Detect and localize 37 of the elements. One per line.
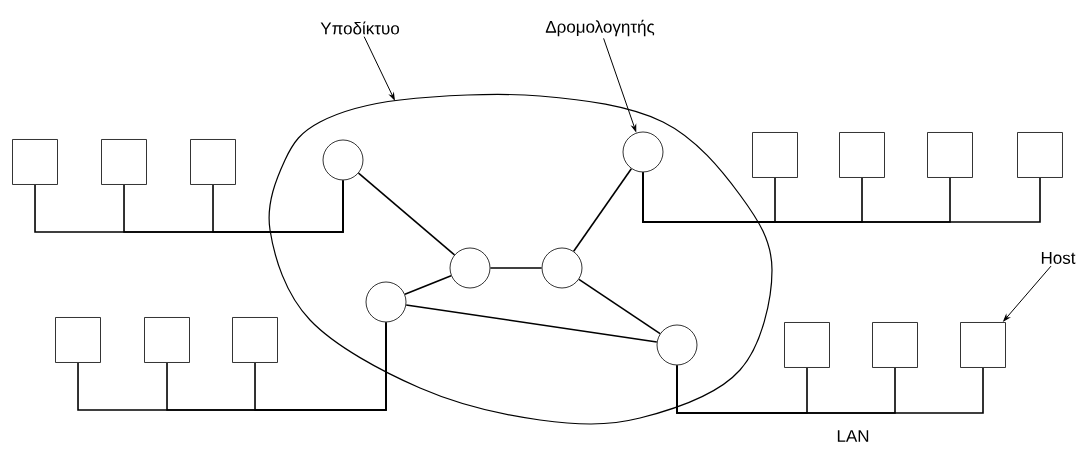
leader-label: Δρομολογητής <box>545 19 655 37</box>
host-box <box>190 139 236 185</box>
router-circle <box>622 131 664 173</box>
router-circle <box>449 247 491 289</box>
lan-line <box>212 179 344 233</box>
link-line <box>572 167 633 253</box>
router-circle <box>365 281 407 323</box>
host-box <box>872 322 918 368</box>
host-box <box>1017 132 1063 178</box>
leader-label: Host <box>1041 252 1076 264</box>
lan-line <box>676 364 984 414</box>
link-line <box>578 278 661 335</box>
leader-line <box>1003 265 1052 322</box>
router-circle <box>322 139 364 181</box>
link-line <box>405 304 658 343</box>
lan-line <box>642 171 1041 223</box>
link-line <box>489 267 543 269</box>
router-circle <box>656 324 698 366</box>
link-line <box>357 172 456 256</box>
lan-line <box>254 321 387 411</box>
host-box <box>55 317 101 363</box>
host-box <box>839 132 885 178</box>
host-box <box>960 322 1006 368</box>
link-line <box>404 274 452 296</box>
leader-line <box>603 37 637 132</box>
subnet-outline <box>268 93 773 425</box>
host-box <box>927 132 973 178</box>
lan-label: LAN <box>837 430 869 442</box>
host-box <box>232 317 278 363</box>
router-circle <box>541 247 583 289</box>
host-box <box>144 317 190 363</box>
host-box <box>752 132 798 178</box>
host-box <box>101 139 147 185</box>
leader-line <box>363 36 395 101</box>
leader-label: Υποδίκτυο <box>320 21 400 35</box>
host-box <box>12 139 58 185</box>
host-box <box>784 322 830 368</box>
